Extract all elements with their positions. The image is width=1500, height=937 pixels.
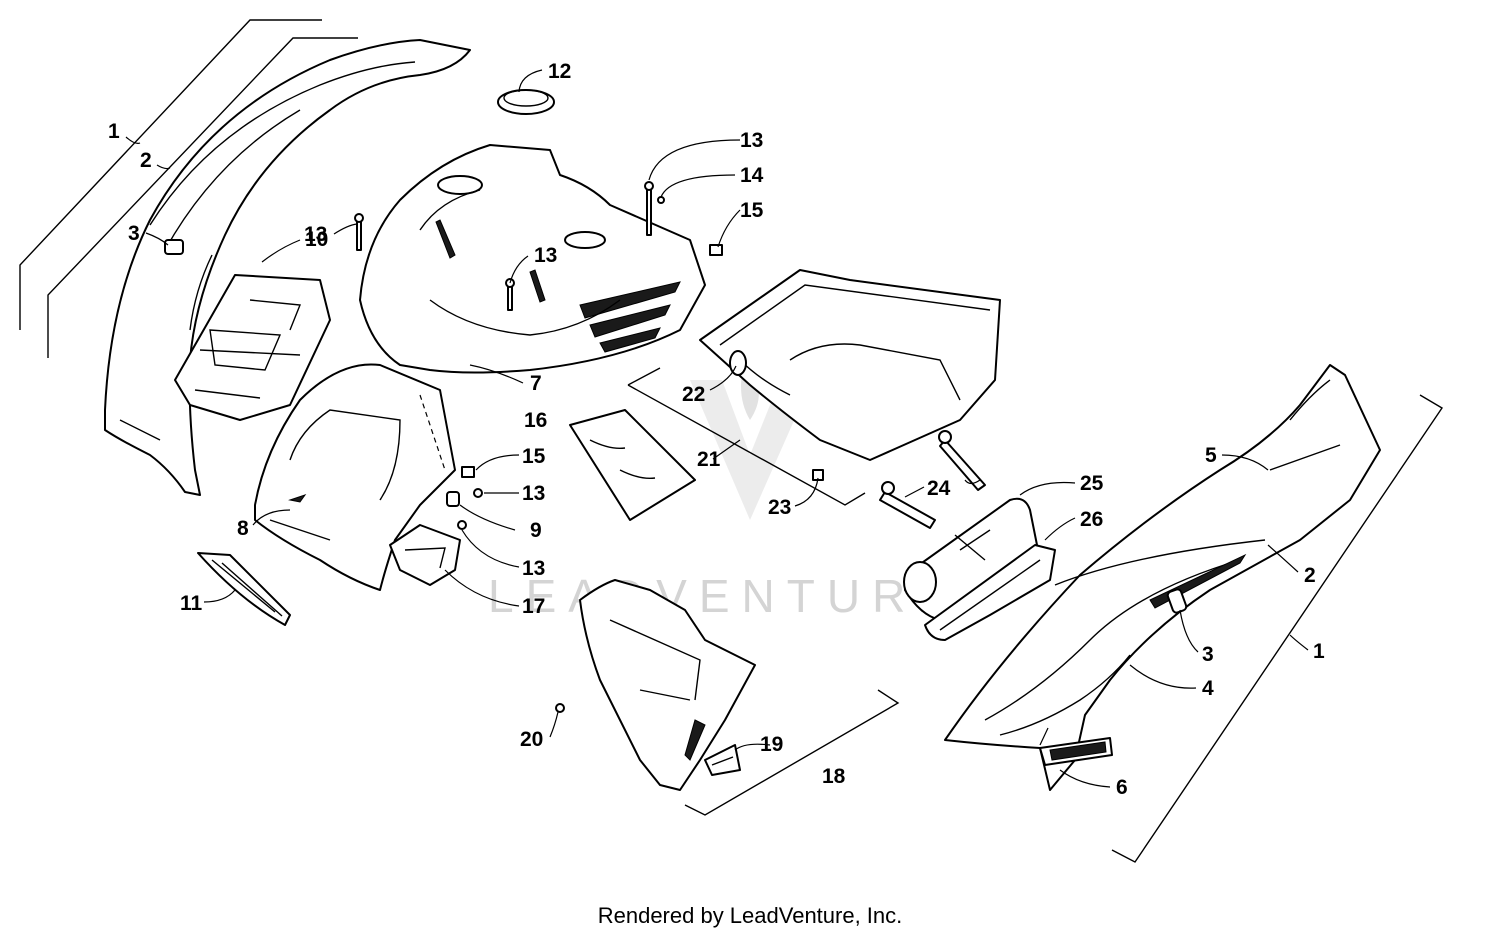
callout-13-c: 13 <box>740 129 763 152</box>
grommet[interactable] <box>446 491 460 507</box>
filter-housing-part[interactable] <box>924 544 1056 641</box>
seat-tray-part[interactable] <box>699 269 1001 461</box>
step-decal-part[interactable] <box>1039 737 1113 766</box>
callout-17: 17 <box>522 595 545 618</box>
group-bracket-right <box>1111 394 1443 863</box>
clip-nut[interactable] <box>657 196 665 204</box>
callout-7: 7 <box>530 372 542 395</box>
leadventure-watermark: LEADVENTURE <box>488 360 960 622</box>
right-side-panel-part[interactable] <box>944 364 1381 791</box>
callout-24: 24 <box>927 477 951 500</box>
small-grille-part[interactable] <box>704 744 741 776</box>
mount-bracket-part[interactable] <box>389 524 461 586</box>
callout-23: 23 <box>768 496 791 519</box>
callout-4: 4 <box>1202 677 1214 700</box>
callout-labels: 1 2 3 10 12 13 13 13 14 15 7 22 16 21 15… <box>108 60 1325 799</box>
callout-3-right: 3 <box>1202 643 1214 666</box>
callout-22: 22 <box>682 383 705 406</box>
callout-16: 16 <box>524 409 547 432</box>
callout-14: 14 <box>740 164 764 187</box>
callout-2-right: 2 <box>1304 564 1316 587</box>
callout-26: 26 <box>1080 508 1103 531</box>
screw-fastener[interactable] <box>354 213 364 251</box>
clip-nut[interactable] <box>461 466 475 478</box>
callout-11: 11 <box>180 592 203 615</box>
group-bracket-shield <box>684 689 900 816</box>
screw-fastener[interactable] <box>457 520 467 530</box>
group-bracket-seat <box>627 367 866 506</box>
callout-13-d: 13 <box>522 482 545 505</box>
screw-fastener[interactable] <box>644 181 654 236</box>
air-filter-part[interactable] <box>903 497 1041 621</box>
mesh-grille-part[interactable] <box>197 552 291 626</box>
footer-credit: Rendered by LeadVenture, Inc. <box>597 903 903 928</box>
callout-25: 25 <box>1080 472 1104 495</box>
callout-9: 9 <box>530 519 542 542</box>
filler-ring-part[interactable] <box>497 89 555 115</box>
clip-nut[interactable] <box>709 244 723 256</box>
callout-21: 21 <box>697 448 721 471</box>
screw-fastener[interactable] <box>473 488 483 498</box>
callout-12: 12 <box>548 60 571 83</box>
callout-1-left: 1 <box>108 120 120 143</box>
left-windshield-part[interactable] <box>104 39 471 496</box>
callout-13-b: 13 <box>534 244 557 267</box>
callout-15-b: 15 <box>522 445 546 468</box>
callout-1-right: 1 <box>1313 640 1325 663</box>
push-rivet[interactable] <box>555 703 565 713</box>
callout-3-left: 3 <box>128 222 140 245</box>
callout-19: 19 <box>760 733 783 756</box>
callout-18: 18 <box>822 765 846 788</box>
lower-shield-part[interactable] <box>579 579 756 791</box>
callout-15-a: 15 <box>740 199 764 222</box>
callout-20: 20 <box>520 728 543 751</box>
screw-fastener[interactable] <box>505 278 515 311</box>
callout-10: 10 <box>305 228 328 251</box>
main-console-part[interactable] <box>359 144 706 374</box>
callout-13-a: 13 <box>304 223 327 246</box>
callout-13-e: 13 <box>522 557 545 580</box>
storage-bin-part[interactable] <box>174 274 331 421</box>
windscreen-film-part[interactable] <box>569 409 696 521</box>
callout-5: 5 <box>1205 444 1217 467</box>
watermark-text: LEADVENTURE <box>488 570 960 622</box>
latch-handle-part[interactable] <box>879 430 986 529</box>
callout-8: 8 <box>237 517 249 540</box>
callout-2-left: 2 <box>140 149 152 172</box>
leader-lines <box>125 69 1309 788</box>
callout-6: 6 <box>1116 776 1128 799</box>
